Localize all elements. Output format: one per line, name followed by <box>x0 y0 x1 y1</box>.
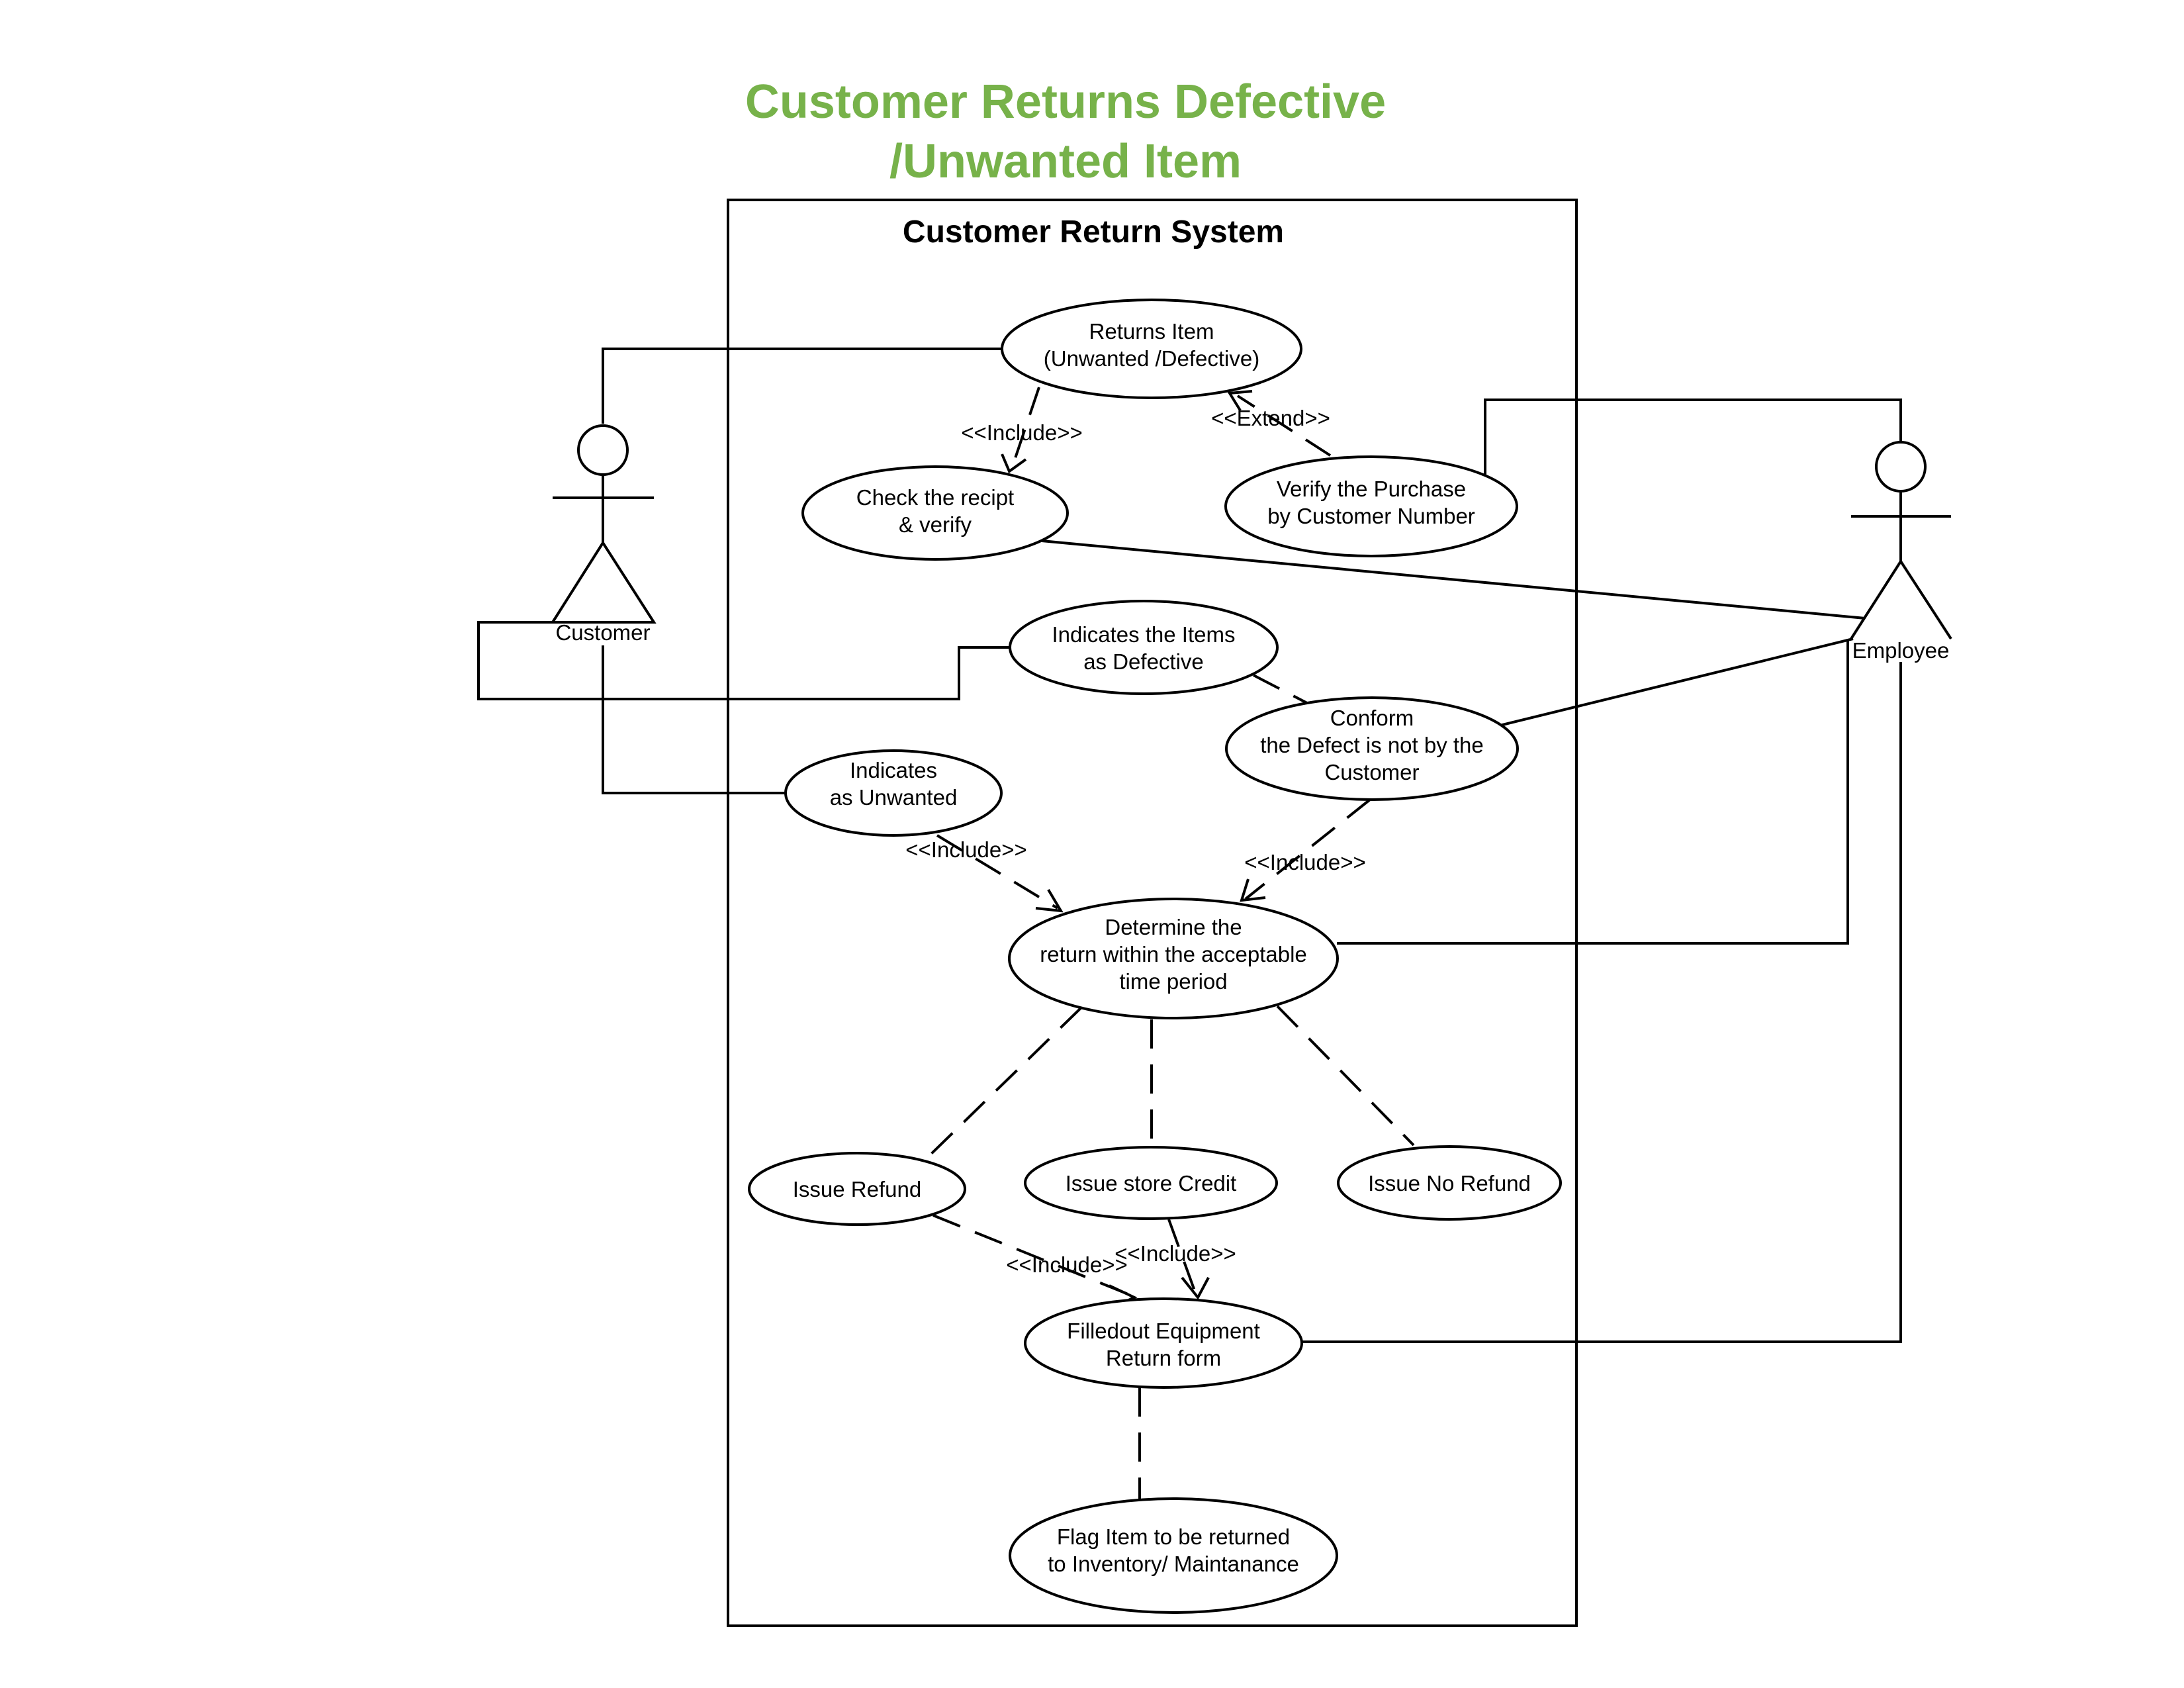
arrowhead-determine-1 <box>1035 888 1064 913</box>
check-receipt-line1: Check the recipt <box>856 485 1014 510</box>
system-name: Customer Return System <box>903 214 1284 250</box>
arrowhead-determine-2 <box>1240 878 1266 902</box>
use-case-verify-purchase[interactable]: Verify the Purchase by Customer Number <box>1224 455 1518 557</box>
determine-return-line1: Determine the <box>1105 915 1242 939</box>
indicates-unwanted-line2: as Unwanted <box>830 785 958 810</box>
filled-form-line2: Return form <box>1106 1346 1221 1370</box>
filled-form-line1: Filledout Equipment <box>1067 1319 1260 1343</box>
issue-store-credit-label: Issue store Credit <box>1066 1171 1237 1196</box>
dash-defective-conform <box>1253 674 1308 704</box>
issue-no-refund-label: Issue No Refund <box>1368 1171 1531 1196</box>
arrowhead-returns-item <box>1227 390 1253 412</box>
use-case-issue-no-refund[interactable]: Issue No Refund <box>1337 1145 1562 1221</box>
dependencies <box>927 387 1415 1499</box>
extend-verify-returns <box>1236 395 1332 457</box>
associations <box>477 348 1902 1343</box>
use-case-issue-refund[interactable]: Issue Refund <box>748 1152 966 1226</box>
assoc-employee-conform <box>1499 637 1854 727</box>
verify-purchase-line1: Verify the Purchase <box>1277 477 1466 501</box>
stereotype-labels: <<Include>> <<Extend>> <<Include>> <<Inc… <box>905 406 1366 1277</box>
indicates-defective-line2: as Defective <box>1083 649 1204 674</box>
assoc-employee-check-receipt <box>1041 539 1866 620</box>
customer-head <box>577 424 629 476</box>
diagram-title-line1: Customer Returns Defective <box>745 75 1386 128</box>
use-case-determine-return[interactable]: Determine the return within the acceptab… <box>1008 898 1339 1019</box>
check-receipt-line2: & verify <box>899 512 972 537</box>
use-case-returns-item[interactable]: Returns Item (Unwanted /Defective) <box>1001 299 1302 399</box>
include-refund-form <box>933 1214 1134 1297</box>
label-include-conform: <<Include>> <box>1244 850 1366 874</box>
include-conform-determine <box>1244 798 1371 900</box>
include-unwanted-determine <box>936 834 1059 910</box>
assoc-customer-returns-item <box>602 348 1002 424</box>
conform-defect-line1: Conform <box>1330 706 1414 730</box>
flag-item-line1: Flag Item to be returned <box>1057 1524 1290 1549</box>
employee-label: Employee <box>1852 638 1950 663</box>
include-returns-check <box>1010 387 1040 471</box>
verify-purchase-line2: by Customer Number <box>1267 504 1475 528</box>
determine-return-line2: return within the acceptable <box>1040 942 1307 966</box>
actor-customer[interactable]: Customer <box>551 424 657 645</box>
indicates-unwanted-line1: Indicates <box>850 758 937 782</box>
use-case-filled-form[interactable]: Filledout Equipment Return form <box>1024 1297 1303 1389</box>
employee-legs <box>1850 559 1952 640</box>
dash-determine-refund <box>927 1006 1083 1158</box>
actor-employee[interactable]: Employee <box>1850 441 1952 663</box>
employee-head <box>1875 441 1927 492</box>
indicates-defective-line1: Indicates the Items <box>1052 622 1236 647</box>
arrowhead-check-receipt <box>1001 453 1027 474</box>
use-case-indicates-unwanted[interactable]: Indicates as Unwanted <box>784 749 1003 837</box>
issue-refund-label: Issue Refund <box>793 1177 921 1201</box>
include-store-credit-form <box>1167 1219 1198 1297</box>
conform-defect-line2: the Defect is not by the <box>1260 733 1484 757</box>
label-include-refund: <<Include>> <box>1006 1252 1128 1277</box>
assoc-employee-filled-form <box>1300 662 1902 1343</box>
assoc-customer-indicates-unwanted <box>602 645 786 794</box>
returns-item-line2: (Unwanted /Defective) <box>1044 346 1259 371</box>
use-case-indicates-defective[interactable]: Indicates the Items as Defective <box>1009 600 1279 695</box>
customer-label: Customer <box>555 620 650 645</box>
conform-defect-line3: Customer <box>1324 760 1419 784</box>
assoc-employee-determine <box>1337 639 1849 945</box>
label-extend-verify: <<Extend>> <box>1211 406 1330 430</box>
use-case-flag-item[interactable]: Flag Item to be returned to Inventory/ M… <box>1009 1497 1338 1614</box>
determine-return-line3: time period <box>1119 969 1227 994</box>
system-boundary <box>727 199 1578 1627</box>
diagram-title-line2: /Unwanted Item <box>889 135 1242 188</box>
label-include-store-credit: <<Include>> <box>1115 1241 1236 1266</box>
returns-item-line1: Returns Item <box>1089 319 1214 344</box>
label-include-check: <<Include>> <box>961 420 1083 445</box>
arrowhead-form-2 <box>1181 1276 1210 1300</box>
dash-determine-no-refund <box>1276 1005 1415 1147</box>
flag-item-line2: to Inventory/ Maintanance <box>1048 1552 1299 1576</box>
use-case-conform-defect[interactable]: Conform the Defect is not by the Custome… <box>1225 696 1519 801</box>
assoc-employee-verify-purchase <box>1484 399 1902 477</box>
use-case-check-receipt[interactable]: Check the recipt & verify <box>801 465 1069 561</box>
label-include-unwanted: <<Include>> <box>905 837 1027 862</box>
use-case-issue-store-credit[interactable]: Issue store Credit <box>1024 1146 1278 1220</box>
assoc-customer-indicates-defective <box>477 621 1010 700</box>
customer-legs <box>551 540 657 624</box>
